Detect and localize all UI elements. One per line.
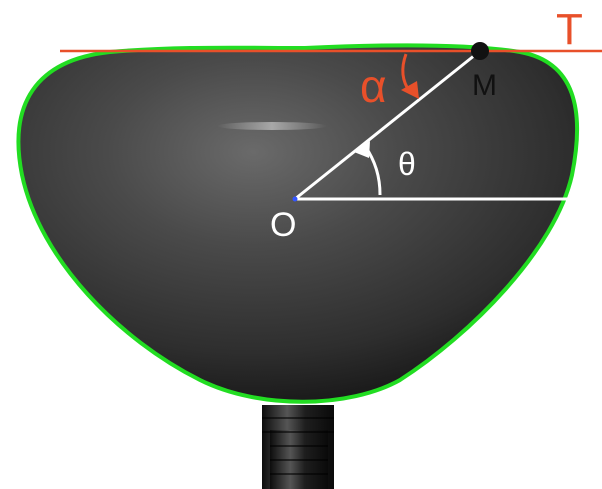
nozzle	[262, 405, 334, 489]
theta-label: θ	[398, 146, 416, 182]
tangent-label: T	[556, 5, 583, 54]
theta-arrowhead	[354, 141, 370, 158]
drop-contour	[16, 43, 579, 404]
origin-marker	[292, 196, 298, 202]
origin-label: O	[270, 206, 296, 244]
drop-highlight	[217, 122, 327, 130]
point-m-label: M	[472, 69, 497, 102]
alpha-arrowhead	[401, 81, 419, 99]
alpha-label: α	[360, 60, 387, 112]
point-m-marker	[471, 42, 489, 60]
drop-body	[18, 45, 578, 402]
radius-line	[294, 49, 481, 201]
